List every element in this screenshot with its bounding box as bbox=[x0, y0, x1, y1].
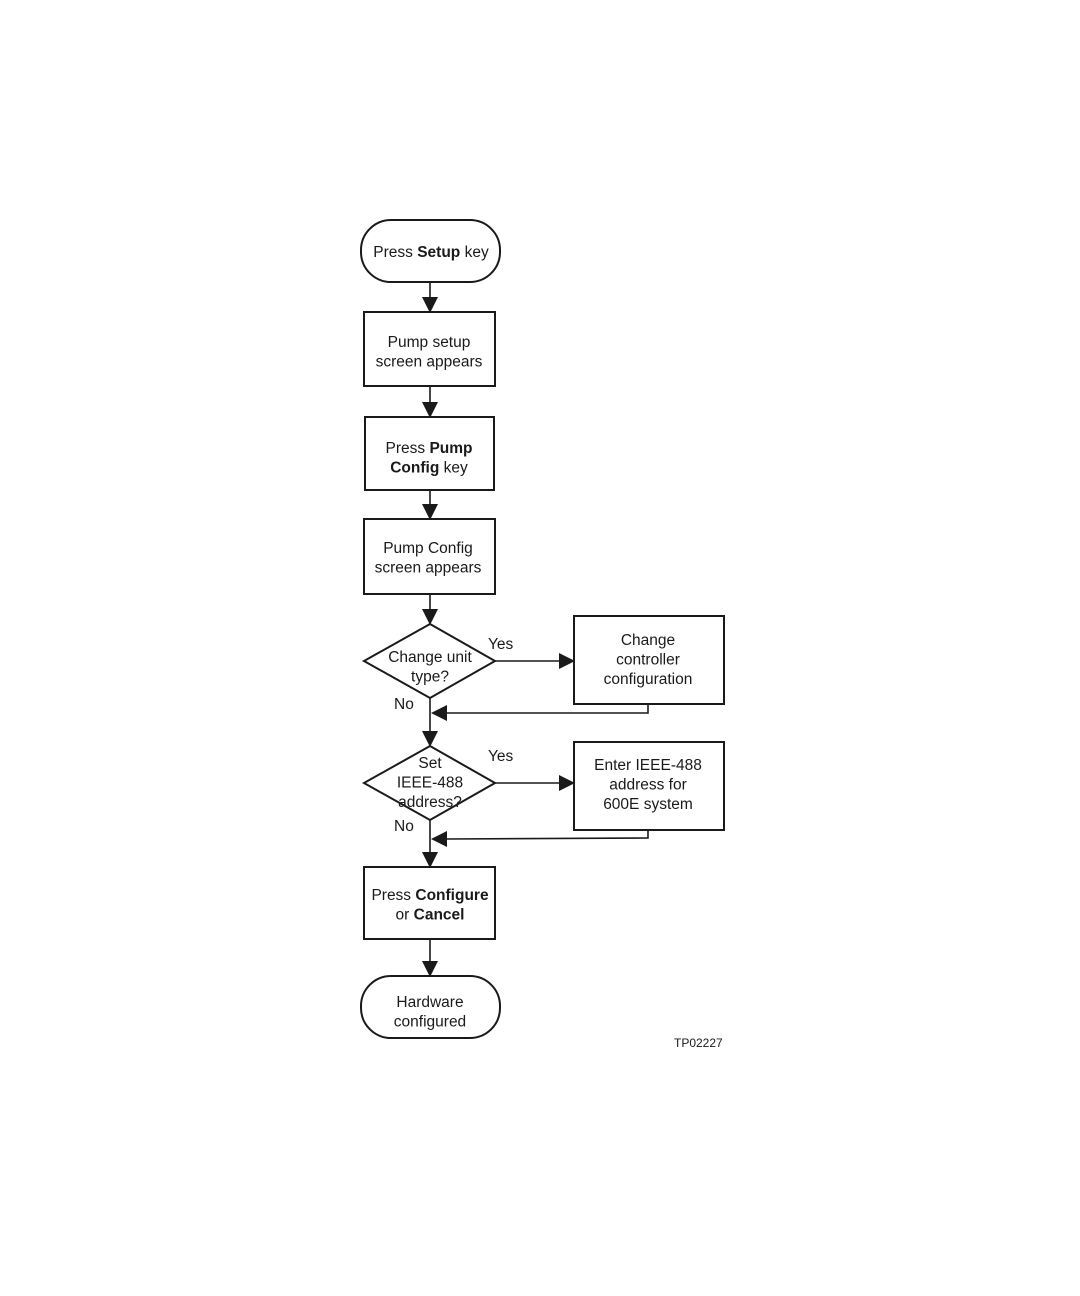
label-run: Pump bbox=[429, 440, 472, 457]
arrowhead-ieee-yes bbox=[559, 775, 575, 791]
arrowhead-change-unit-yes bbox=[559, 653, 575, 669]
enter-ieee-address-label: Enter IEEE-488 address for 600E system bbox=[594, 757, 702, 813]
connector-enter-ieee-return bbox=[446, 830, 648, 839]
label-run: address for bbox=[609, 777, 687, 794]
label-run: Setup bbox=[417, 244, 460, 261]
label-run: Pump Config bbox=[383, 540, 473, 557]
label-run: 600E system bbox=[603, 796, 693, 813]
label-run: Press bbox=[371, 887, 415, 904]
label-run: or bbox=[396, 907, 414, 924]
label-run: Hardware bbox=[396, 994, 463, 1011]
unit-type-yes-label: Yes bbox=[488, 636, 514, 653]
label-run: Pump setup bbox=[388, 334, 471, 351]
unit-type-no-label: No bbox=[394, 696, 414, 713]
label-run: Change unit bbox=[388, 649, 472, 666]
figure-id: TP02227 bbox=[674, 1036, 723, 1050]
arrowhead-configure-to-end bbox=[422, 961, 438, 977]
label-run: type? bbox=[411, 669, 449, 686]
label-run: key bbox=[439, 460, 468, 477]
label-run: screen appears bbox=[376, 354, 483, 371]
label-run: controller bbox=[616, 652, 680, 669]
label-run: Enter IEEE-488 bbox=[594, 757, 702, 774]
label-run: Set bbox=[418, 755, 442, 772]
label-run: Press bbox=[373, 244, 417, 261]
label-run: Config bbox=[390, 460, 439, 477]
start-label: Press Setup key bbox=[373, 244, 489, 261]
label-run: Cancel bbox=[414, 907, 465, 924]
label-run: Press bbox=[386, 440, 430, 457]
arrowhead-start-to-pump-setup bbox=[422, 297, 438, 313]
label-run: Change bbox=[621, 632, 675, 649]
arrowhead-pump-config-screen-to-change-unit bbox=[422, 609, 438, 625]
arrowhead-enter-ieee-return bbox=[431, 831, 447, 847]
arrowhead-ieee-no bbox=[422, 852, 438, 868]
connector-change-controller-return bbox=[446, 704, 648, 713]
label-run: key bbox=[460, 244, 489, 261]
arrowhead-change-controller-return bbox=[431, 705, 447, 721]
ieee-yes-label: Yes bbox=[488, 748, 514, 765]
arrowhead-pump-setup-to-press-pump-config bbox=[422, 402, 438, 418]
arrowhead-press-pump-config-to-pump-config-screen bbox=[422, 504, 438, 520]
arrowhead-change-unit-no bbox=[422, 731, 438, 747]
label-run: configured bbox=[394, 1014, 466, 1031]
label-run: address? bbox=[398, 794, 462, 811]
ieee-no-label: No bbox=[394, 818, 414, 835]
label-run: configuration bbox=[604, 671, 693, 688]
label-run: IEEE-488 bbox=[397, 775, 463, 792]
label-run: Configure bbox=[415, 887, 489, 904]
label-run: screen appears bbox=[375, 560, 482, 577]
